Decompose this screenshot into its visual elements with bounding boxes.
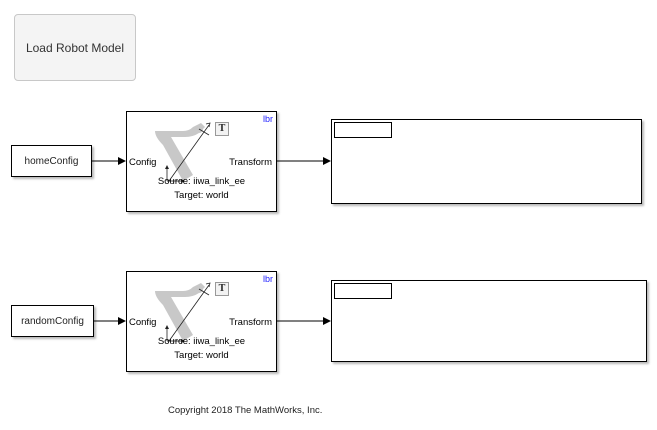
transform-port-label: Transform <box>229 157 272 168</box>
robot-name-label: lbr <box>262 274 273 284</box>
robot-arm-transform-icon <box>155 282 211 343</box>
random-config-label: randomConfig <box>21 315 84 327</box>
home-config-label: homeConfig <box>24 155 79 167</box>
copyright-text: Copyright 2018 The MathWorks, Inc. <box>168 405 323 416</box>
display-value-field <box>334 283 392 299</box>
target-frame-label: Target: world <box>174 350 229 361</box>
robot-arm-transform-icon <box>155 122 211 183</box>
display-block-random[interactable] <box>331 280 647 362</box>
random-config-block[interactable]: randomConfig <box>11 305 94 337</box>
transform-t-icon: T <box>215 282 229 296</box>
transform-port-label: Transform <box>229 317 272 328</box>
get-transform-block-random[interactable]: lbr T Config Transform Source: iiwa_link… <box>126 271 277 372</box>
get-transform-block-home[interactable]: lbr T Config Transform Source: iiwa_link… <box>126 111 277 212</box>
load-robot-model-button[interactable]: Load Robot Model <box>14 14 136 81</box>
transform-t-icon: T <box>215 122 229 136</box>
source-frame-label: Source: iiwa_link_ee <box>157 176 246 187</box>
display-block-home[interactable] <box>331 119 642 204</box>
home-config-block[interactable]: homeConfig <box>11 145 92 177</box>
source-frame-label: Source: iiwa_link_ee <box>157 336 246 347</box>
display-value-field <box>334 122 392 138</box>
config-port-label: Config <box>129 317 157 328</box>
target-frame-label: Target: world <box>174 190 229 201</box>
config-port-label: Config <box>129 157 157 168</box>
robot-name-label: lbr <box>262 114 273 124</box>
